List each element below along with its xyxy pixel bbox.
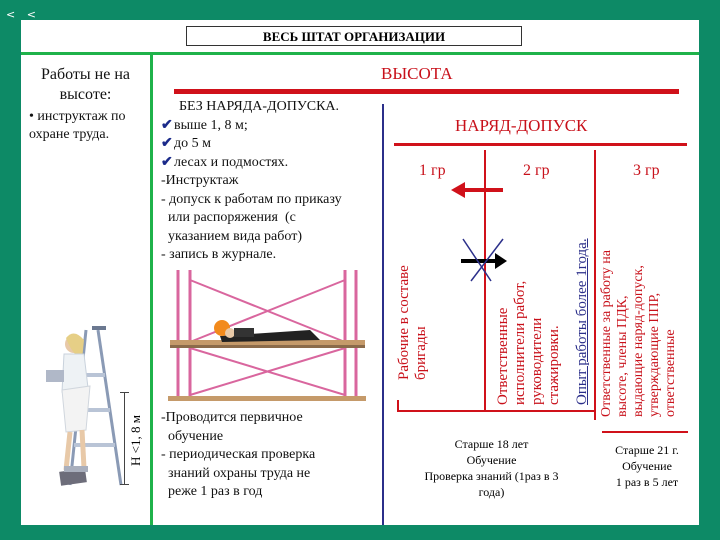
experience-text: Опыт работы более 1года.: [574, 238, 590, 405]
group3-req-2: Обучение: [622, 459, 672, 473]
woman-on-ladder-illustration: [46, 326, 123, 486]
group-1-label: 1 гр: [419, 162, 446, 179]
permit-divider-1: [484, 150, 486, 410]
left-title-line2: высоте:: [59, 86, 112, 103]
left-bullet-item: • инструктаж по охране труда.: [29, 108, 149, 144]
no-permit-bottom-2: обучение: [161, 428, 224, 444]
group12-req-1: Старше 18 лет: [454, 437, 529, 451]
group1-workers-text: Рабочие в составе бригады: [396, 265, 429, 380]
no-permit-item-4: указанием вида работ): [161, 228, 302, 244]
no-permit-item-5: - запись в журнале.: [161, 247, 277, 262]
left-bullet-line1: инструктаж по: [37, 109, 126, 124]
group12-req-3: Проверка знаний (1раз в 3: [424, 469, 559, 483]
height-bracket-line: [124, 392, 125, 485]
group12-bracket-left: [397, 400, 399, 412]
group3-requirements: Старше 21 г. Обучение 1 раз в 5 лет: [602, 442, 692, 490]
checkmark-icon: ✔: [161, 136, 173, 151]
group12-bracket-right: [594, 400, 596, 412]
group-3-label: 3 гр: [633, 162, 660, 179]
no-permit-bottom-5: реже 1 раз в год: [161, 484, 263, 499]
permit-red-bar: [394, 143, 687, 146]
left-bullet-line2: охране труда.: [29, 127, 110, 142]
slide-frame: ВЕСЬ ШТАТ ОРГАНИЗАЦИИ Работы не на высот…: [21, 20, 699, 525]
height-red-bar: [174, 89, 679, 94]
header-title: ВЕСЬ ШТАТ ОРГАНИЗАЦИИ: [186, 26, 522, 46]
height-title: ВЫСОТА: [381, 64, 453, 83]
checkmark-icon: ✔: [161, 154, 173, 170]
green-divider-horizontal: [21, 52, 699, 55]
height-label: Н <1, 8 м: [128, 415, 143, 466]
no-permit-bottom-list: -Проводится первичное обучение - периоди…: [161, 409, 386, 502]
no-permit-item-1: -Инструктаж: [161, 173, 239, 188]
left-arrow-icon: [451, 182, 503, 198]
no-permit-check-3: лесах и подмостях.: [174, 154, 289, 170]
height-bracket-bottom: [120, 484, 129, 485]
group12-req-4: года): [478, 485, 505, 499]
navy-divider-vertical: [382, 104, 384, 525]
left-title-line1: Работы не на: [41, 66, 130, 83]
no-permit-bottom-1: -Проводится первичное: [161, 410, 303, 425]
group2-responsible-text: Ответственные исполнители работ, руковод…: [495, 280, 562, 405]
group12-req-2: Обучение: [466, 453, 517, 467]
left-column-title: Работы не на высоте:: [21, 65, 150, 105]
no-permit-check-1: выше 1, 8 м;: [174, 117, 248, 133]
green-divider-vertical: [150, 54, 153, 525]
no-permit-check-2: до 5 м: [174, 136, 211, 151]
no-permit-list: БЕЗ НАРЯДА-ДОПУСКА. ✔выше 1, 8 м; ✔до 5 …: [161, 98, 386, 265]
scaffold-illustration: [168, 270, 366, 401]
no-permit-item-3: или распоряжения (с: [161, 210, 296, 225]
group3-responsible-text: Ответственные за работу на высоте, члены…: [599, 250, 678, 417]
permit-title: НАРЯД-ДОПУСК: [455, 116, 588, 135]
group3-bracket: [602, 431, 688, 433]
bullet-icon: •: [29, 109, 38, 124]
group3-req-3: 1 раз в 5 лет: [615, 475, 679, 489]
group-2-label: 2 гр: [523, 162, 550, 179]
no-permit-bottom-3: - периодическая проверка: [161, 447, 316, 462]
group12-requirements: Старше 18 лет Обучение Проверка знаний (…: [399, 436, 584, 500]
height-bracket-top: [120, 392, 129, 393]
group3-req-1: Старше 21 г.: [615, 443, 679, 457]
no-permit-bottom-4: знаний охраны труда не: [161, 465, 311, 481]
no-permit-title: БЕЗ НАРЯДА-ДОПУСКА.: [179, 99, 340, 114]
group12-bracket: [397, 410, 595, 412]
strike-cross-icon: [461, 238, 507, 282]
checkmark-icon: ✔: [161, 117, 173, 133]
corner-mark: < <: [6, 8, 40, 21]
no-permit-item-2: - допуск к работам по приказу: [161, 191, 342, 207]
permit-divider-2: [594, 150, 596, 420]
